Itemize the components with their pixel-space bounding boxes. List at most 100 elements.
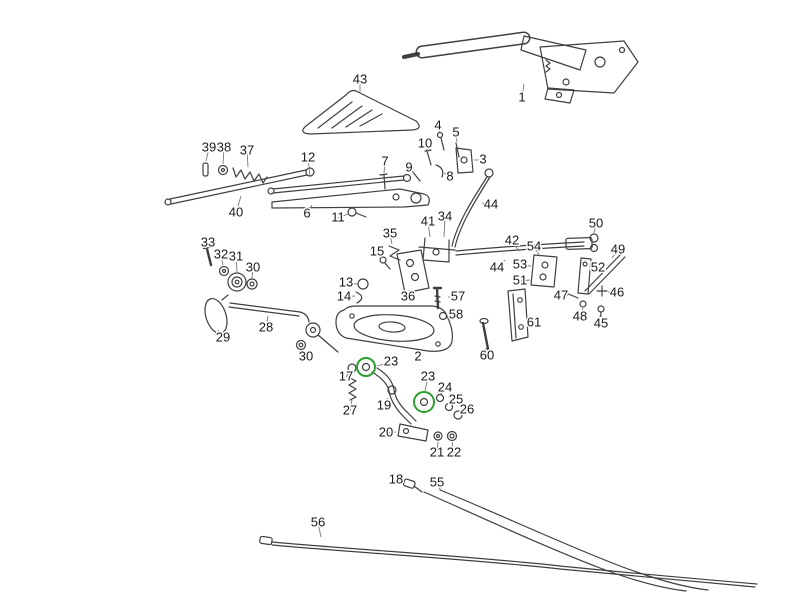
part-number-label: 5 (452, 124, 459, 139)
clip-14 (355, 291, 363, 304)
part-number-label: 56 (311, 514, 325, 529)
part-number-label: 53 (513, 256, 527, 271)
washer-32 (218, 265, 230, 277)
label-leader-line (235, 256, 238, 273)
part-number-label: 25 (449, 391, 463, 406)
part-number-label: 48 (573, 308, 587, 323)
label-leader-line (437, 125, 441, 134)
spring-27 (348, 377, 357, 401)
label-leader-line (593, 223, 597, 234)
handle-grip-29 (204, 294, 229, 334)
bolt-60 (479, 317, 490, 351)
connecting-rod (267, 173, 412, 195)
part-number-label: 34 (438, 208, 452, 223)
cable-clevis (418, 237, 456, 263)
clevis-20 (397, 423, 429, 442)
label-leader-line (265, 315, 269, 329)
highlight-circle (413, 391, 435, 413)
part-number-label: 29 (216, 329, 230, 344)
label-leader-line (376, 361, 392, 367)
washer-30a (246, 278, 258, 290)
washers-21-22 (433, 430, 458, 442)
label-leader-line (589, 267, 599, 272)
label-leader-line (383, 397, 389, 407)
part-number-label: 13 (339, 274, 353, 289)
label-leader-line (345, 282, 358, 285)
small-fasteners-right (565, 285, 608, 319)
part-number-label: 11 (331, 209, 345, 224)
label-leader-line (301, 349, 307, 358)
label-leader-line (222, 147, 225, 165)
label-leader-line (343, 295, 356, 298)
part-number-label: 23 (384, 353, 398, 368)
label-leader-line (611, 249, 619, 259)
part-number-label: 35 (383, 225, 397, 240)
label-leader-line (455, 132, 458, 143)
pivot-assembly (295, 322, 339, 353)
long-cable-56 (259, 535, 758, 588)
label-leader-line (440, 387, 446, 395)
part-number-label: 51 (513, 272, 527, 287)
label-leader-line (345, 370, 351, 378)
label-leader-line (579, 307, 584, 318)
label-leader-line (407, 289, 411, 298)
label-leader-line (251, 267, 254, 279)
long-cable-55 (423, 489, 709, 592)
label-leader-line (533, 246, 541, 257)
label-leader-line (443, 216, 446, 238)
part-number-label: 10 (418, 135, 432, 150)
base-plate (335, 305, 453, 352)
highlight-circle (356, 357, 376, 377)
washers-24-25-26 (435, 393, 463, 420)
ring-13 (357, 278, 369, 290)
part-number-label: 14 (337, 288, 351, 303)
label-leader-line (246, 150, 249, 168)
label-leader-line (450, 399, 457, 405)
label-leader-line (481, 202, 492, 206)
part-number-label: 24 (438, 379, 452, 394)
part-number-label: 43 (353, 71, 367, 86)
part-number-label: 60 (480, 347, 494, 362)
part-number-label: 40 (229, 204, 243, 219)
washer-17-art (347, 363, 357, 373)
label-leader-line (527, 321, 535, 324)
label-leader-line (521, 83, 525, 99)
label-leader-line (395, 479, 404, 482)
label-leader-line (451, 441, 455, 454)
part-number-label: 12 (301, 149, 315, 164)
front-brake-cable-upper (451, 168, 494, 248)
part-number-label: 9 (405, 159, 412, 174)
highlight-layer (356, 357, 435, 413)
part-number-label: 28 (259, 319, 273, 334)
part-number-label: 50 (589, 215, 603, 230)
part-number-label: 20 (379, 424, 393, 439)
small-fasteners-upper (347, 131, 474, 218)
label-leader-line (519, 264, 532, 267)
label-leader-line (317, 522, 322, 538)
label-leader-line (217, 329, 224, 339)
part-number-label: 21 (430, 444, 444, 459)
part-number-label: 42 (505, 232, 519, 247)
part-number-label: 32 (214, 246, 228, 261)
part-number-label: 39 (202, 139, 216, 154)
label-leader-line (460, 409, 468, 414)
part-number-label: 4 (434, 117, 441, 132)
cable-rod-49 (584, 253, 626, 295)
part-number-label: 22 (447, 444, 461, 459)
part-number-label: 33 (201, 234, 215, 249)
label-leader-line (436, 441, 439, 454)
label-leader-line (235, 195, 242, 214)
part-number-label: 44 (490, 259, 504, 274)
part-number-label: 37 (240, 142, 254, 157)
bracket-61 (507, 288, 529, 342)
part-number-label: 6 (303, 205, 310, 220)
label-leader-line (519, 279, 531, 282)
label-leader-line (496, 259, 506, 269)
bracket-52 (577, 257, 592, 295)
pull-rod-28 (228, 302, 310, 323)
label-leader-line (383, 161, 386, 174)
nut-58 (438, 311, 448, 321)
part-number-label: 52 (591, 259, 605, 274)
clip-15 (379, 256, 391, 270)
part-number-label: 30 (246, 259, 260, 274)
